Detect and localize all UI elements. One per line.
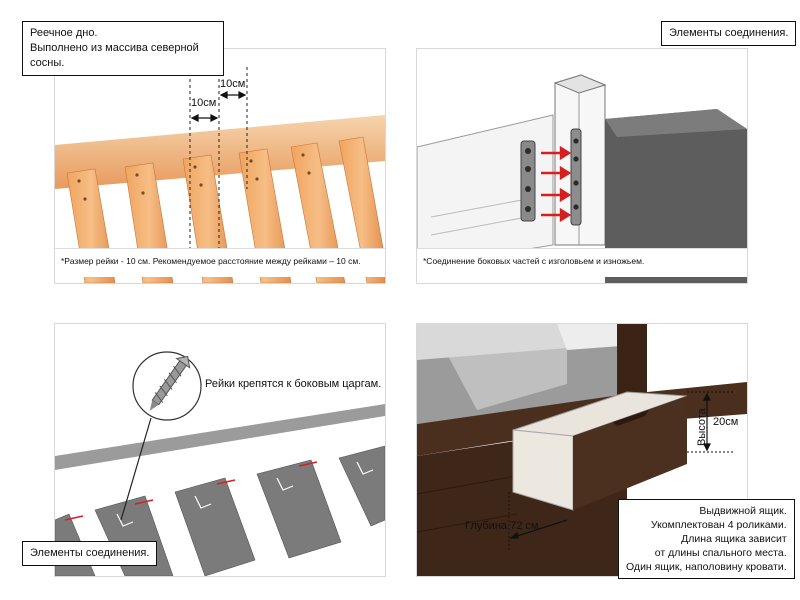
drawer-desc-line: Укомплектован 4 роликами. bbox=[650, 519, 787, 531]
slats-title-box: Реечное дно. Выполнено из массива северн… bbox=[22, 21, 224, 76]
dim-label-first: 10см bbox=[191, 97, 217, 109]
panel-joints: *Соединение боковых частей с изголовьем … bbox=[416, 48, 748, 284]
slats-title-line2: Выполнено из массива северной сосны. bbox=[30, 42, 199, 69]
slats-illustration bbox=[55, 49, 385, 283]
drawer-illustration bbox=[417, 324, 747, 576]
mount-title-box: Элементы соединения. bbox=[22, 541, 158, 566]
drawer-desc-line: от длины спального места. bbox=[654, 547, 787, 559]
panel-drawer: Высота 20см Глубина 72 см bbox=[416, 323, 748, 577]
drawer-desc-box: Выдвижной ящик. Укомплектован 4 роликами… bbox=[618, 499, 795, 579]
joints-title-box: Элементы соединения. bbox=[661, 21, 797, 46]
drawer-desc-line: Один ящик, наполовину кровати. bbox=[626, 561, 787, 573]
drawer-depth-label: Глубина 72 см bbox=[465, 520, 539, 532]
drawer-desc-line: Выдвижной ящик. bbox=[699, 505, 787, 517]
joints-title: Элементы соединения. bbox=[669, 27, 789, 39]
slats-caption: *Размер рейки - 10 см. Рекомендуемое рас… bbox=[55, 248, 385, 277]
drawer-height-value: 20см bbox=[713, 416, 739, 428]
joints-caption: *Соединение боковых частей с изголовьем … bbox=[417, 248, 747, 277]
drawer-height-label: Высота bbox=[696, 408, 708, 446]
panel-mount: Рейки крепятся к боковым царгам. bbox=[54, 323, 386, 577]
drawer-desc-line: Длина ящика зависит bbox=[681, 533, 787, 545]
mount-illustration bbox=[55, 324, 385, 576]
mount-note: Рейки крепятся к боковым царгам. bbox=[205, 378, 382, 390]
slats-title-line1: Реечное дно. bbox=[30, 27, 98, 39]
dim-label-second: 10см bbox=[220, 78, 246, 90]
joints-illustration bbox=[417, 49, 747, 283]
mount-title: Элементы соединения. bbox=[30, 547, 150, 559]
panel-slats: 10см 10см *Размер рейки - 10 см. Рекомен… bbox=[54, 48, 386, 284]
